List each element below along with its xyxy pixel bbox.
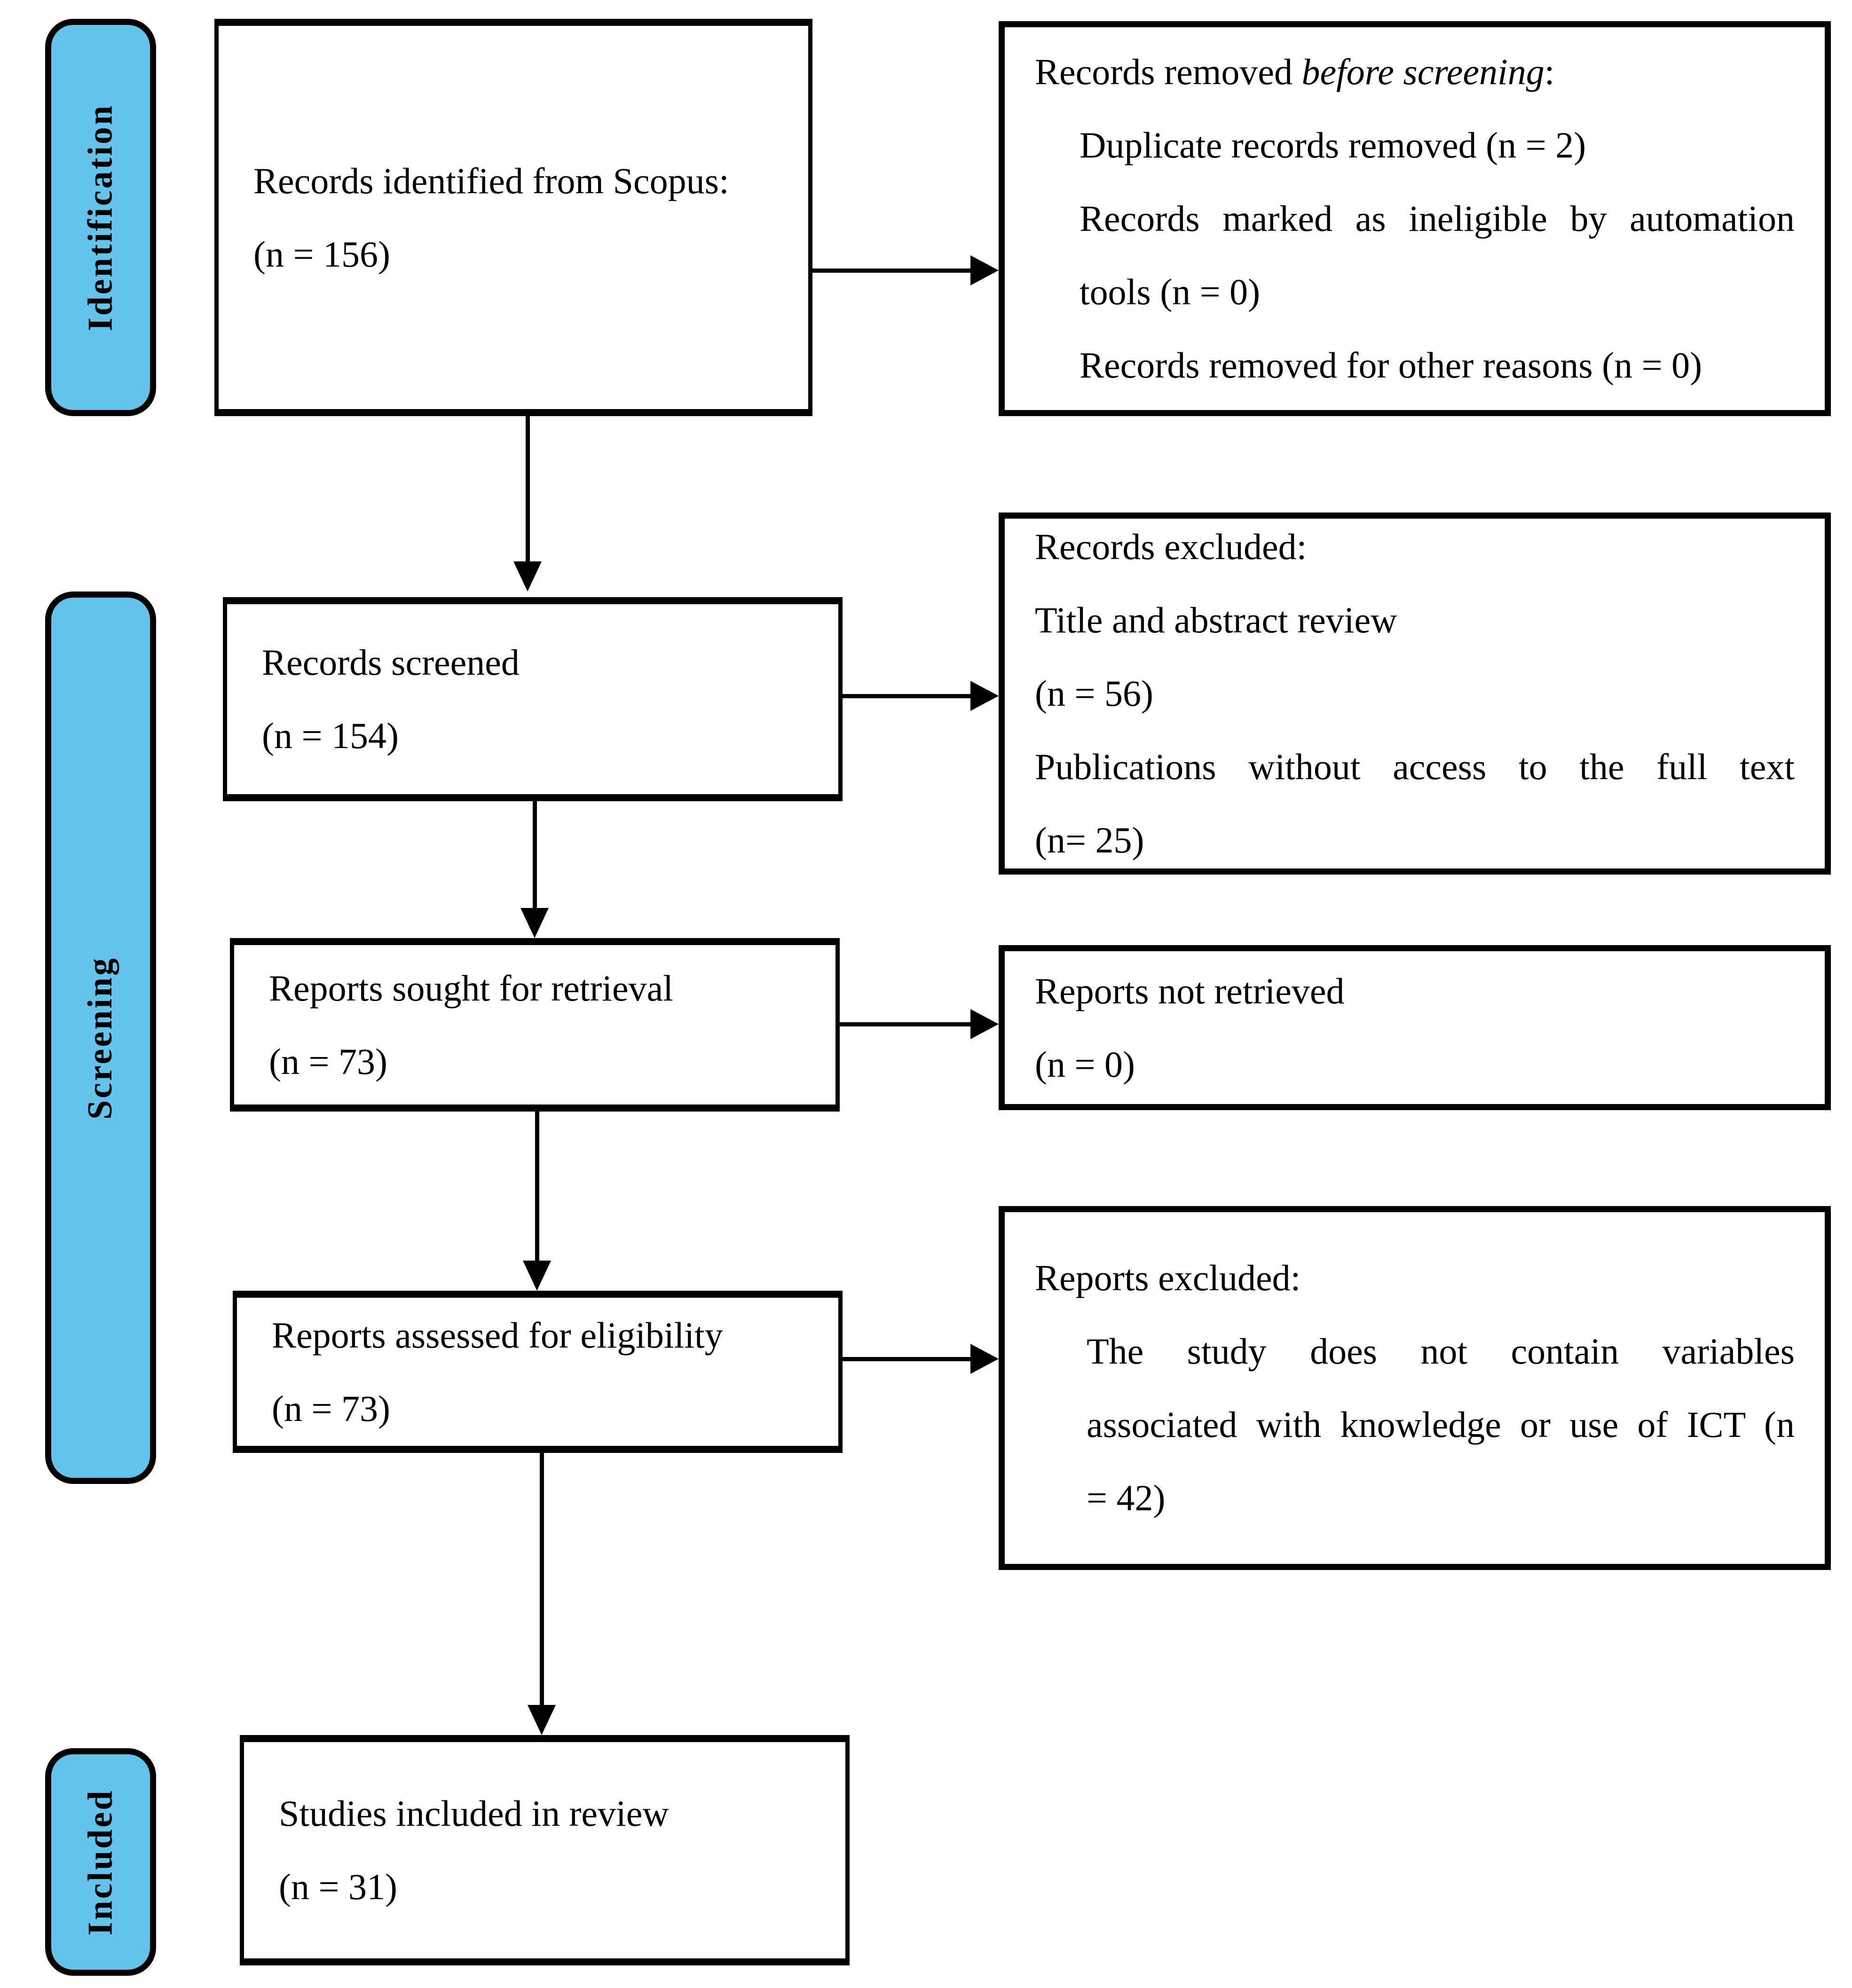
records-screened-text: Records screened bbox=[262, 642, 520, 683]
reports-not-retrieved-count: (n = 0) bbox=[1035, 1043, 1135, 1085]
arrow-assessed-to-included bbox=[528, 1453, 556, 1735]
records-screened-count: (n = 154) bbox=[262, 715, 399, 756]
reports-not-retrieved-text: Reports not retrieved bbox=[1035, 970, 1345, 1011]
arrow-sought-to-not-retrieved bbox=[840, 1009, 999, 1039]
arrow-head-right-icon bbox=[970, 1009, 999, 1039]
box-records-excluded: Records excluded: Title and abstract rev… bbox=[999, 513, 1831, 875]
box-studies-included: Studies included in review (n = 31) bbox=[240, 1735, 850, 1965]
reports-assessed-text: Reports assessed for eligibility bbox=[272, 1314, 723, 1356]
stage-pill-screening: Screening bbox=[45, 592, 156, 1484]
no-ict-variables-line1: The study does not contain variables bbox=[1087, 1331, 1795, 1372]
box-reports-not-retrieved: Reports not retrieved (n = 0) bbox=[999, 945, 1831, 1110]
box-records-identified: Records identified from Scopus: (n = 156… bbox=[214, 19, 812, 416]
box-reports-sought: Reports sought for retrieval (n = 73) bbox=[230, 938, 840, 1112]
stage-label-screening: Screening bbox=[81, 956, 120, 1120]
reports-sought-text: Reports sought for retrieval bbox=[269, 967, 673, 1009]
arrow-shaft bbox=[843, 1357, 972, 1361]
records-identified-count: (n = 156) bbox=[253, 233, 390, 275]
box-reports-assessed: Reports assessed for eligibility (n = 73… bbox=[233, 1291, 843, 1453]
no-ict-variables-line3: = 42) bbox=[1087, 1477, 1166, 1518]
no-full-text-line: Publications without access to the full … bbox=[1035, 746, 1795, 787]
title-abstract-review-line: Title and abstract review bbox=[1035, 600, 1397, 640]
reports-sought-count: (n = 73) bbox=[269, 1041, 387, 1082]
reports-excluded-title: Reports excluded: bbox=[1035, 1257, 1301, 1298]
arrow-identified-to-removed bbox=[812, 255, 999, 285]
ineligible-automation-item-line2: tools (n = 0) bbox=[1080, 271, 1261, 312]
arrow-head-down-icon bbox=[513, 561, 542, 592]
box-records-screened: Records screened (n = 154) bbox=[223, 597, 843, 801]
reports-excluded-items: The study does not contain variables ass… bbox=[1087, 1315, 1795, 1535]
arrow-screened-to-sought bbox=[520, 801, 549, 938]
reports-assessed-count: (n = 73) bbox=[272, 1388, 390, 1429]
title-abstract-review-count: (n = 56) bbox=[1035, 673, 1153, 714]
other-reasons-item: Records removed for other reasons (n = 0… bbox=[1080, 345, 1702, 386]
no-full-text-count: (n= 25) bbox=[1035, 820, 1144, 860]
records-removed-items: Duplicate records removed (n = 2) Record… bbox=[1080, 109, 1795, 402]
duplicate-records-item: Duplicate records removed (n = 2) bbox=[1080, 125, 1586, 166]
studies-included-count: (n = 31) bbox=[279, 1866, 397, 1907]
records-excluded-title: Records excluded: bbox=[1035, 526, 1307, 567]
arrow-head-right-icon bbox=[970, 681, 999, 711]
arrow-head-down-icon bbox=[523, 1261, 551, 1291]
arrow-shaft bbox=[525, 416, 530, 564]
arrow-shaft bbox=[843, 694, 972, 698]
arrow-shaft bbox=[812, 268, 972, 273]
stage-label-included: Included bbox=[81, 1789, 120, 1935]
stage-label-identification: Identification bbox=[81, 103, 120, 331]
arrow-shaft bbox=[840, 1022, 972, 1026]
arrow-shaft bbox=[539, 1453, 544, 1708]
stage-pill-identification: Identification bbox=[45, 19, 156, 416]
arrow-shaft bbox=[535, 1112, 539, 1263]
arrow-screened-to-excluded bbox=[843, 681, 999, 711]
arrow-identified-to-screened bbox=[513, 416, 542, 592]
studies-included-text: Studies included in review bbox=[279, 1793, 669, 1834]
arrow-head-right-icon bbox=[970, 1344, 999, 1374]
arrow-head-down-icon bbox=[520, 908, 549, 938]
before-screening-italic: before screening bbox=[1301, 51, 1545, 92]
arrow-head-down-icon bbox=[528, 1705, 556, 1735]
box-reports-excluded: Reports excluded: The study does not con… bbox=[999, 1206, 1831, 1570]
arrow-assessed-to-reports-excluded bbox=[843, 1344, 999, 1374]
no-ict-variables-line2: associated with knowledge or use of ICT … bbox=[1087, 1404, 1795, 1445]
arrow-sought-to-assessed bbox=[523, 1112, 551, 1291]
records-identified-text: Records identified from Scopus: bbox=[253, 160, 729, 201]
records-removed-title: Records removed before screening: bbox=[1035, 51, 1555, 92]
box-records-removed-before-screening: Records removed before screening: Duplic… bbox=[999, 21, 1831, 416]
arrow-head-right-icon bbox=[970, 255, 999, 285]
arrow-shaft bbox=[532, 801, 537, 911]
ineligible-automation-item-line1: Records marked as ineligible by automati… bbox=[1080, 198, 1795, 239]
stage-pill-included: Included bbox=[45, 1748, 156, 1976]
